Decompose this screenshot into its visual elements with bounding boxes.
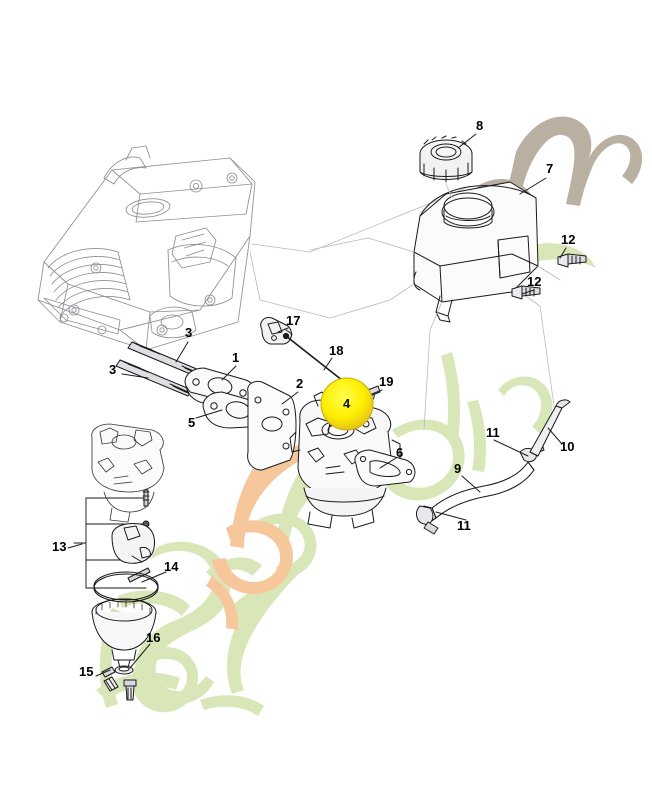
callout-label-11a[interactable]: 11 bbox=[486, 425, 500, 440]
bowl-washer bbox=[114, 665, 134, 675]
callout-label-1[interactable]: 1 bbox=[232, 350, 240, 365]
callout-label-3a[interactable]: 3 bbox=[185, 325, 193, 340]
fuel-tank-cap bbox=[419, 135, 473, 199]
callout-label-16[interactable]: 16 bbox=[146, 630, 161, 645]
leader-lines bbox=[67, 133, 567, 677]
engine-block-phantom bbox=[37, 145, 471, 351]
carburettor-gasket bbox=[247, 381, 297, 471]
hose-clamp-lower bbox=[416, 505, 439, 535]
tank-screw-lower bbox=[511, 285, 541, 300]
main-jet-screw-a bbox=[101, 666, 119, 692]
repair-kit-bracket bbox=[73, 497, 147, 589]
callout-label-4[interactable]: 4 bbox=[343, 396, 351, 411]
callout-label-18[interactable]: 18 bbox=[329, 343, 344, 358]
callout-label-8[interactable]: 8 bbox=[476, 118, 484, 133]
callout-label-2[interactable]: 2 bbox=[296, 376, 304, 391]
highlight-circle-4[interactable] bbox=[320, 377, 374, 431]
callout-label-14[interactable]: 14 bbox=[164, 559, 179, 574]
callout-label-5[interactable]: 5 bbox=[188, 415, 196, 430]
breather-pipe bbox=[529, 399, 571, 457]
callout-label-10[interactable]: 10 bbox=[560, 439, 575, 454]
carburettor-secondary bbox=[91, 423, 165, 523]
callout-label-13[interactable]: 13 bbox=[52, 539, 67, 554]
callout-label-17[interactable]: 17 bbox=[286, 313, 301, 328]
main-jet-screw-b bbox=[123, 679, 137, 701]
callout-label-6[interactable]: 6 bbox=[396, 445, 404, 460]
repair-kit-parts bbox=[111, 489, 155, 583]
tank-screw-upper bbox=[557, 253, 587, 268]
callout-label-19[interactable]: 19 bbox=[379, 374, 394, 389]
float-bowl bbox=[91, 598, 157, 669]
callout-label-9[interactable]: 9 bbox=[454, 461, 462, 476]
callout-label-12b[interactable]: 12 bbox=[527, 274, 542, 289]
callout-label-3b[interactable]: 3 bbox=[109, 362, 117, 377]
callout-label-7[interactable]: 7 bbox=[546, 161, 554, 176]
callout-label-12a[interactable]: 12 bbox=[561, 232, 576, 247]
callout-label-11b[interactable]: 11 bbox=[457, 518, 471, 533]
callout-label-15[interactable]: 15 bbox=[79, 664, 94, 679]
fuel-tank bbox=[309, 181, 561, 431]
bowl-o-ring bbox=[93, 571, 159, 603]
air-cleaner-gasket bbox=[354, 449, 416, 487]
